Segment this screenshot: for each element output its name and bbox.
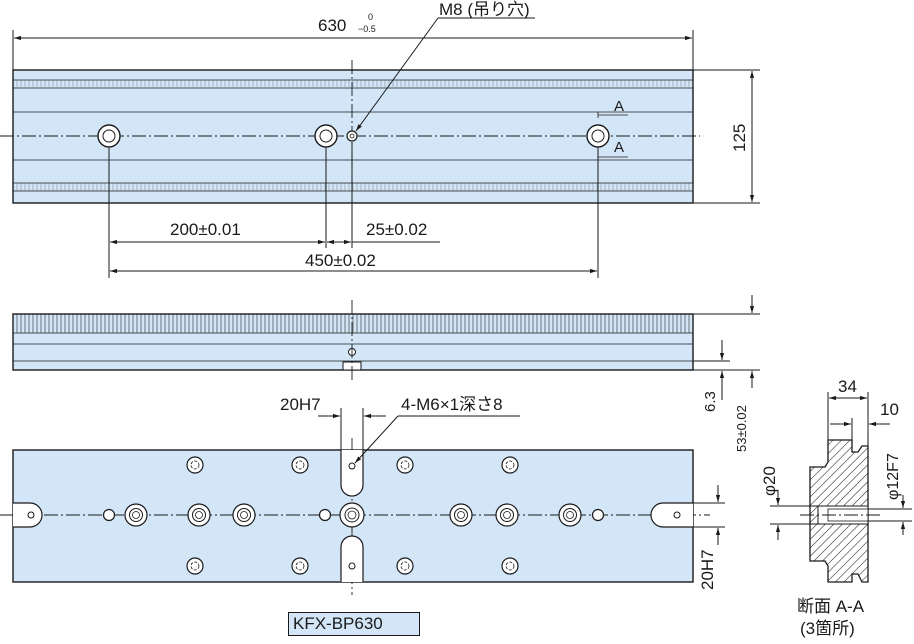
top-view: 630 0 −0.5 — [0, 0, 760, 278]
dim-6-3-label: 6.3 — [702, 391, 719, 412]
hole-3 — [586, 124, 610, 148]
center-hole — [339, 502, 365, 528]
side-view: 6.3 53±0.02 — [12, 295, 760, 452]
pitch-200-label: 200±0.01 — [170, 220, 241, 239]
model-number-text: KFX-BP630 — [293, 614, 383, 633]
section-mark-lower: A — [614, 139, 624, 156]
section-a-a: 34 10 φ20 φ12F7 断面 A-A (3箇所) — [760, 377, 912, 638]
section-phi20-label: φ20 — [760, 466, 779, 496]
slot-20h7-side-label: 20H7 — [698, 549, 717, 590]
model-number: KFX-BP630 — [288, 612, 420, 636]
width-label: 125 — [730, 124, 749, 152]
tolerance-lower: −0.5 — [358, 24, 376, 34]
hoist-hole — [346, 130, 358, 142]
section-count: (3箇所) — [800, 619, 855, 638]
hole-2 — [314, 124, 338, 148]
dim-53-label: 53±0.02 — [734, 405, 749, 452]
section-title: 断面 A-A — [797, 597, 865, 616]
pitch-450-label: 450±0.02 — [305, 251, 376, 270]
section-10-label: 10 — [880, 400, 899, 419]
bottom-view: 20H7 4-M6×1深さ8 20H7 — [0, 395, 725, 595]
section-mark-upper: A — [614, 98, 624, 115]
tolerance-upper: 0 — [368, 12, 373, 22]
length-label: 630 — [318, 16, 346, 35]
slot-20h7-top-label: 20H7 — [280, 395, 321, 414]
section-34-label: 34 — [838, 377, 857, 396]
hoist-hole-label: M8 (吊り穴) — [439, 0, 530, 19]
tapped-holes-label: 4-M6×1深さ8 — [401, 395, 503, 414]
offset-25-label: 25±0.02 — [366, 220, 427, 239]
section-phi12-label: φ12F7 — [885, 453, 902, 500]
hole-1 — [97, 124, 121, 148]
